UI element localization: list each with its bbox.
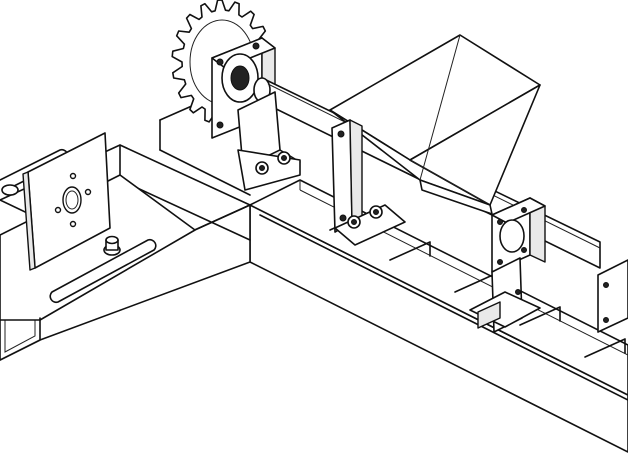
vertical-motor-plate <box>22 132 111 271</box>
main-frame-rail <box>249 179 628 453</box>
bolt-icon <box>103 235 121 256</box>
adjustment-slot <box>49 238 157 304</box>
bearing-block-right <box>469 197 546 333</box>
pillow-block-bracket-middle <box>331 119 406 246</box>
bearing-block-far-right <box>597 259 628 333</box>
bolt-icon <box>1 184 19 196</box>
hopper <box>329 34 541 215</box>
pillow-block-bracket-left <box>237 91 301 191</box>
